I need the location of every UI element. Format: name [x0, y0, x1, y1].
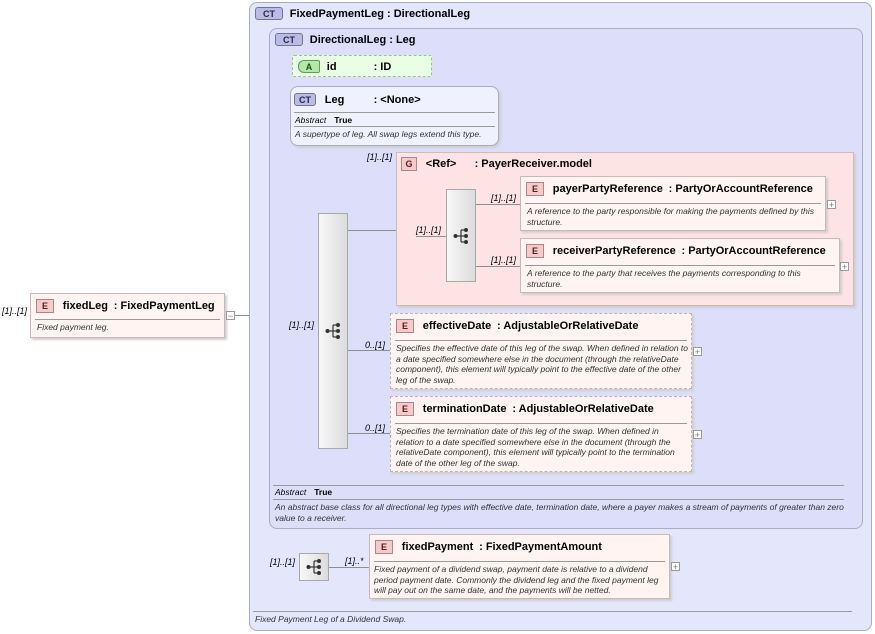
expand-toggle[interactable]: + — [693, 347, 702, 357]
payer-type: : PartyOrAccountReference — [668, 183, 813, 195]
element-icon: E — [375, 540, 393, 554]
root-description: Fixed payment leg. — [37, 322, 109, 332]
connector-line — [348, 350, 390, 351]
effective-date-element[interactable]: E effectiveDate : AdjustableOrRelativeDa… — [390, 313, 692, 389]
effective-cardinality: 0..[1] — [365, 340, 386, 350]
expand-toggle[interactable]: + — [693, 430, 702, 440]
fixed-payment-element[interactable]: E fixedPayment : FixedPaymentAmount Fixe… — [369, 534, 670, 599]
group-cardinality: [1]..[1] — [367, 152, 393, 162]
payer-cardinality: [1]..[1] — [491, 193, 517, 203]
termination-cardinality: 0..[1] — [365, 423, 386, 433]
effective-type: : AdjustableOrRelativeDate — [497, 320, 639, 332]
inner-ct-description: An abstract base class for all direction… — [275, 502, 844, 523]
complex-type-icon: CT — [255, 7, 283, 20]
sequence-icon — [453, 228, 468, 244]
connector-line — [476, 266, 520, 267]
fixed-payment-cardinality: [1]..* — [345, 556, 364, 566]
connector-line — [348, 433, 390, 434]
group-icon: G — [401, 157, 417, 171]
divider — [253, 611, 852, 612]
expand-toggle[interactable]: + — [671, 562, 680, 572]
outer-ct-title: FixedPaymentLeg : DirectionalLeg — [289, 8, 471, 20]
receiver-description: A reference to the party that receives t… — [527, 268, 801, 289]
expand-toggle[interactable]: + — [840, 262, 849, 272]
fixed-seq-cardinality: [1]..[1] — [270, 557, 296, 567]
payer-name: payerPartyReference — [552, 183, 663, 195]
complex-type-icon: CT — [275, 33, 303, 46]
element-icon: E — [36, 299, 54, 313]
divider — [294, 126, 495, 127]
connector-line — [416, 236, 446, 237]
leg-name: Leg — [324, 94, 345, 106]
divider — [35, 319, 220, 320]
termination-date-element[interactable]: E terminationDate : AdjustableOrRelative… — [390, 396, 692, 472]
termination-name: terminationDate — [422, 403, 507, 415]
receiver-type: : PartyOrAccountReference — [681, 245, 826, 257]
divider — [395, 423, 687, 424]
divider — [374, 561, 665, 562]
inner-ct-title: DirectionalLeg : Leg — [309, 34, 416, 46]
element-icon: E — [526, 244, 544, 258]
divider — [273, 499, 844, 500]
receiver-cardinality: [1]..[1] — [491, 255, 517, 265]
root-element-name: fixedLeg — [62, 300, 109, 312]
fixed-payment-description: Fixed payment of a dividend swap, paymen… — [374, 564, 659, 595]
leg-description: A supertype of leg. All swap legs extend… — [295, 129, 482, 139]
attribute-icon: A — [298, 60, 320, 73]
effective-description: Specifies the effective date of this leg… — [396, 343, 689, 385]
expand-toggle[interactable]: + — [827, 200, 836, 210]
connector-line — [476, 204, 520, 205]
termination-description: Specifies the termination date of this l… — [396, 426, 675, 468]
termination-type: : AdjustableOrRelativeDate — [512, 403, 654, 415]
root-element-box[interactable]: E fixedLeg : FixedPaymentLeg Fixed payme… — [30, 293, 225, 338]
element-icon: E — [526, 182, 544, 196]
fixed-payment-type: : FixedPaymentAmount — [479, 541, 602, 553]
collapse-toggle[interactable]: − — [226, 311, 235, 321]
attribute-id-box[interactable]: A id : ID — [292, 55, 432, 77]
group-name: <Ref> — [425, 158, 457, 170]
group-seq-cardinality: [1]..[1] — [416, 225, 442, 235]
connector-line — [348, 230, 396, 231]
fixed-payment-name: fixedPayment — [401, 541, 474, 553]
root-element-type: : FixedPaymentLeg — [113, 300, 215, 312]
group-type: : PayerReceiver.model — [474, 158, 592, 170]
divider — [395, 340, 687, 341]
root-cardinality: [1]..[1] — [2, 306, 28, 316]
divider — [294, 112, 495, 113]
connector-line — [233, 315, 259, 316]
attribute-name: id — [326, 61, 337, 73]
complex-type-icon: CT — [294, 93, 316, 106]
connector-line — [329, 567, 369, 568]
main-seq-cardinality: [1]..[1] — [289, 320, 315, 330]
effective-name: effectiveDate — [422, 320, 492, 332]
divider — [273, 485, 844, 486]
leg-type: : <None> — [373, 94, 421, 106]
sequence-icon — [306, 559, 321, 575]
payer-description: A reference to the party responsible for… — [527, 206, 814, 227]
divider — [525, 203, 821, 204]
receiver-party-reference-element[interactable]: E receiverPartyReference : PartyOrAccoun… — [520, 238, 840, 293]
payer-party-reference-element[interactable]: E payerPartyReference : PartyOrAccountRe… — [520, 176, 826, 231]
attribute-type: : ID — [373, 61, 392, 73]
element-icon: E — [396, 319, 414, 333]
element-icon: E — [396, 402, 414, 416]
receiver-name: receiverPartyReference — [552, 245, 676, 257]
sequence-icon — [325, 323, 340, 339]
outer-ct-description: Fixed Payment Leg of a Dividend Swap. — [255, 614, 407, 624]
divider — [525, 265, 835, 266]
